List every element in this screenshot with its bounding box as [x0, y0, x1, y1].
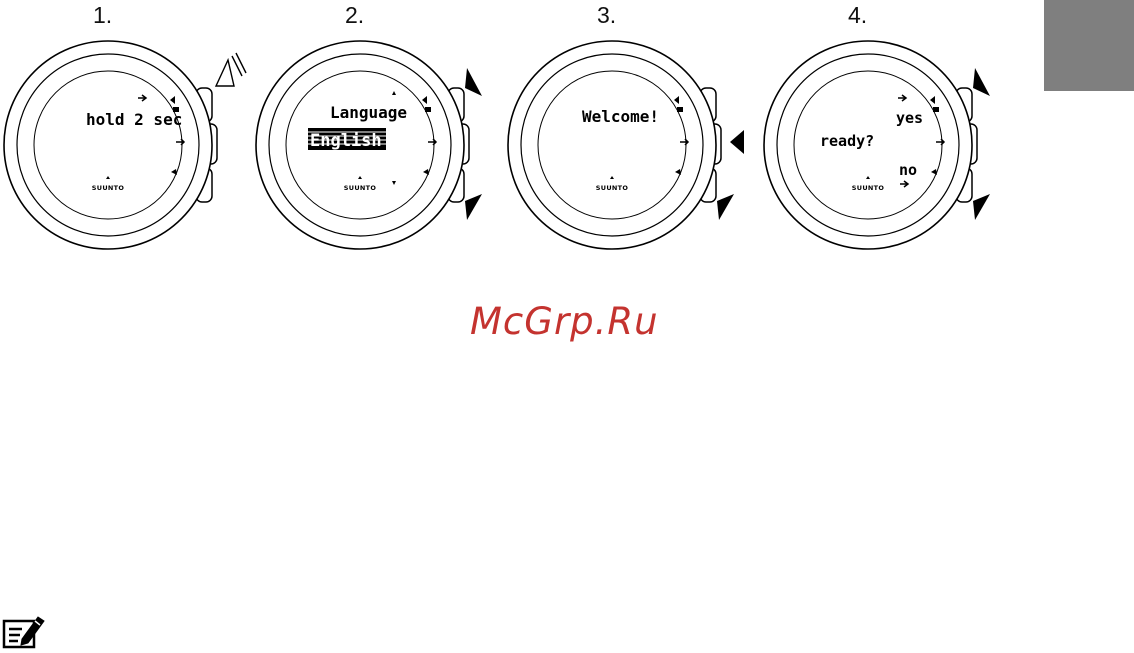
watch-illustration-2: Language English SUUNTO — [252, 38, 492, 253]
watch-1-stop-icon — [173, 107, 179, 112]
watch-3-svg: Welcome! SUUNTO — [504, 38, 744, 253]
watch-4-up-arrow-icon — [973, 68, 990, 96]
watch-3-stop-icon — [677, 107, 683, 112]
watch-1-brand: SUUNTO — [92, 184, 125, 192]
chapter-tab — [1044, 0, 1134, 91]
watch-2-language-selection: English — [308, 128, 386, 151]
watch-2-brand: SUUNTO — [344, 184, 377, 192]
watch-2-up-arrow-icon — [465, 68, 482, 96]
watch-4-question: ready? — [820, 132, 874, 150]
watch-1-screen-text: hold 2 sec — [86, 110, 182, 129]
watch-4-brand: SUUNTO — [852, 184, 885, 192]
watch-1-outer-bezel — [4, 41, 212, 249]
watch-2-screen-value: English — [310, 131, 382, 151]
watch-2-screen-title: Language — [330, 103, 407, 122]
watch-illustration-1: hold 2 sec SUUNTO — [0, 38, 240, 253]
watch-4-option-yes: yes — [896, 109, 923, 127]
watch-2-down-arrow-icon — [465, 194, 482, 220]
watch-2-stop-icon — [425, 107, 431, 112]
watch-3-screen-text: Welcome! — [582, 107, 659, 126]
step-number-1: 1. — [93, 2, 112, 29]
watch-4-svg: yes ready? no SUUNTO — [760, 38, 1000, 253]
watch-3-brand: SUUNTO — [596, 184, 629, 192]
note-pencil-icon — [2, 613, 46, 649]
watch-1-svg: hold 2 sec SUUNTO — [0, 38, 240, 253]
watch-4-option-no: no — [899, 161, 917, 179]
step-number-2: 2. — [345, 2, 364, 29]
watch-illustration-4: yes ready? no SUUNTO — [760, 38, 1000, 253]
watch-4-stop-icon — [933, 107, 939, 112]
watermark: McGrp.Ru — [470, 300, 659, 343]
step-number-3: 3. — [597, 2, 616, 29]
watch-3-press-arrow-icon — [730, 130, 744, 154]
watch-3-down-arrow-icon — [717, 194, 734, 220]
watch-3-outer-bezel — [508, 41, 716, 249]
watch-illustration-3: Welcome! SUUNTO — [504, 38, 744, 253]
watch-1-hold-press-icon — [216, 53, 246, 86]
step-number-4: 4. — [848, 2, 867, 29]
watch-2-svg: Language English SUUNTO — [252, 38, 492, 253]
watch-4-down-arrow-icon — [973, 194, 990, 220]
